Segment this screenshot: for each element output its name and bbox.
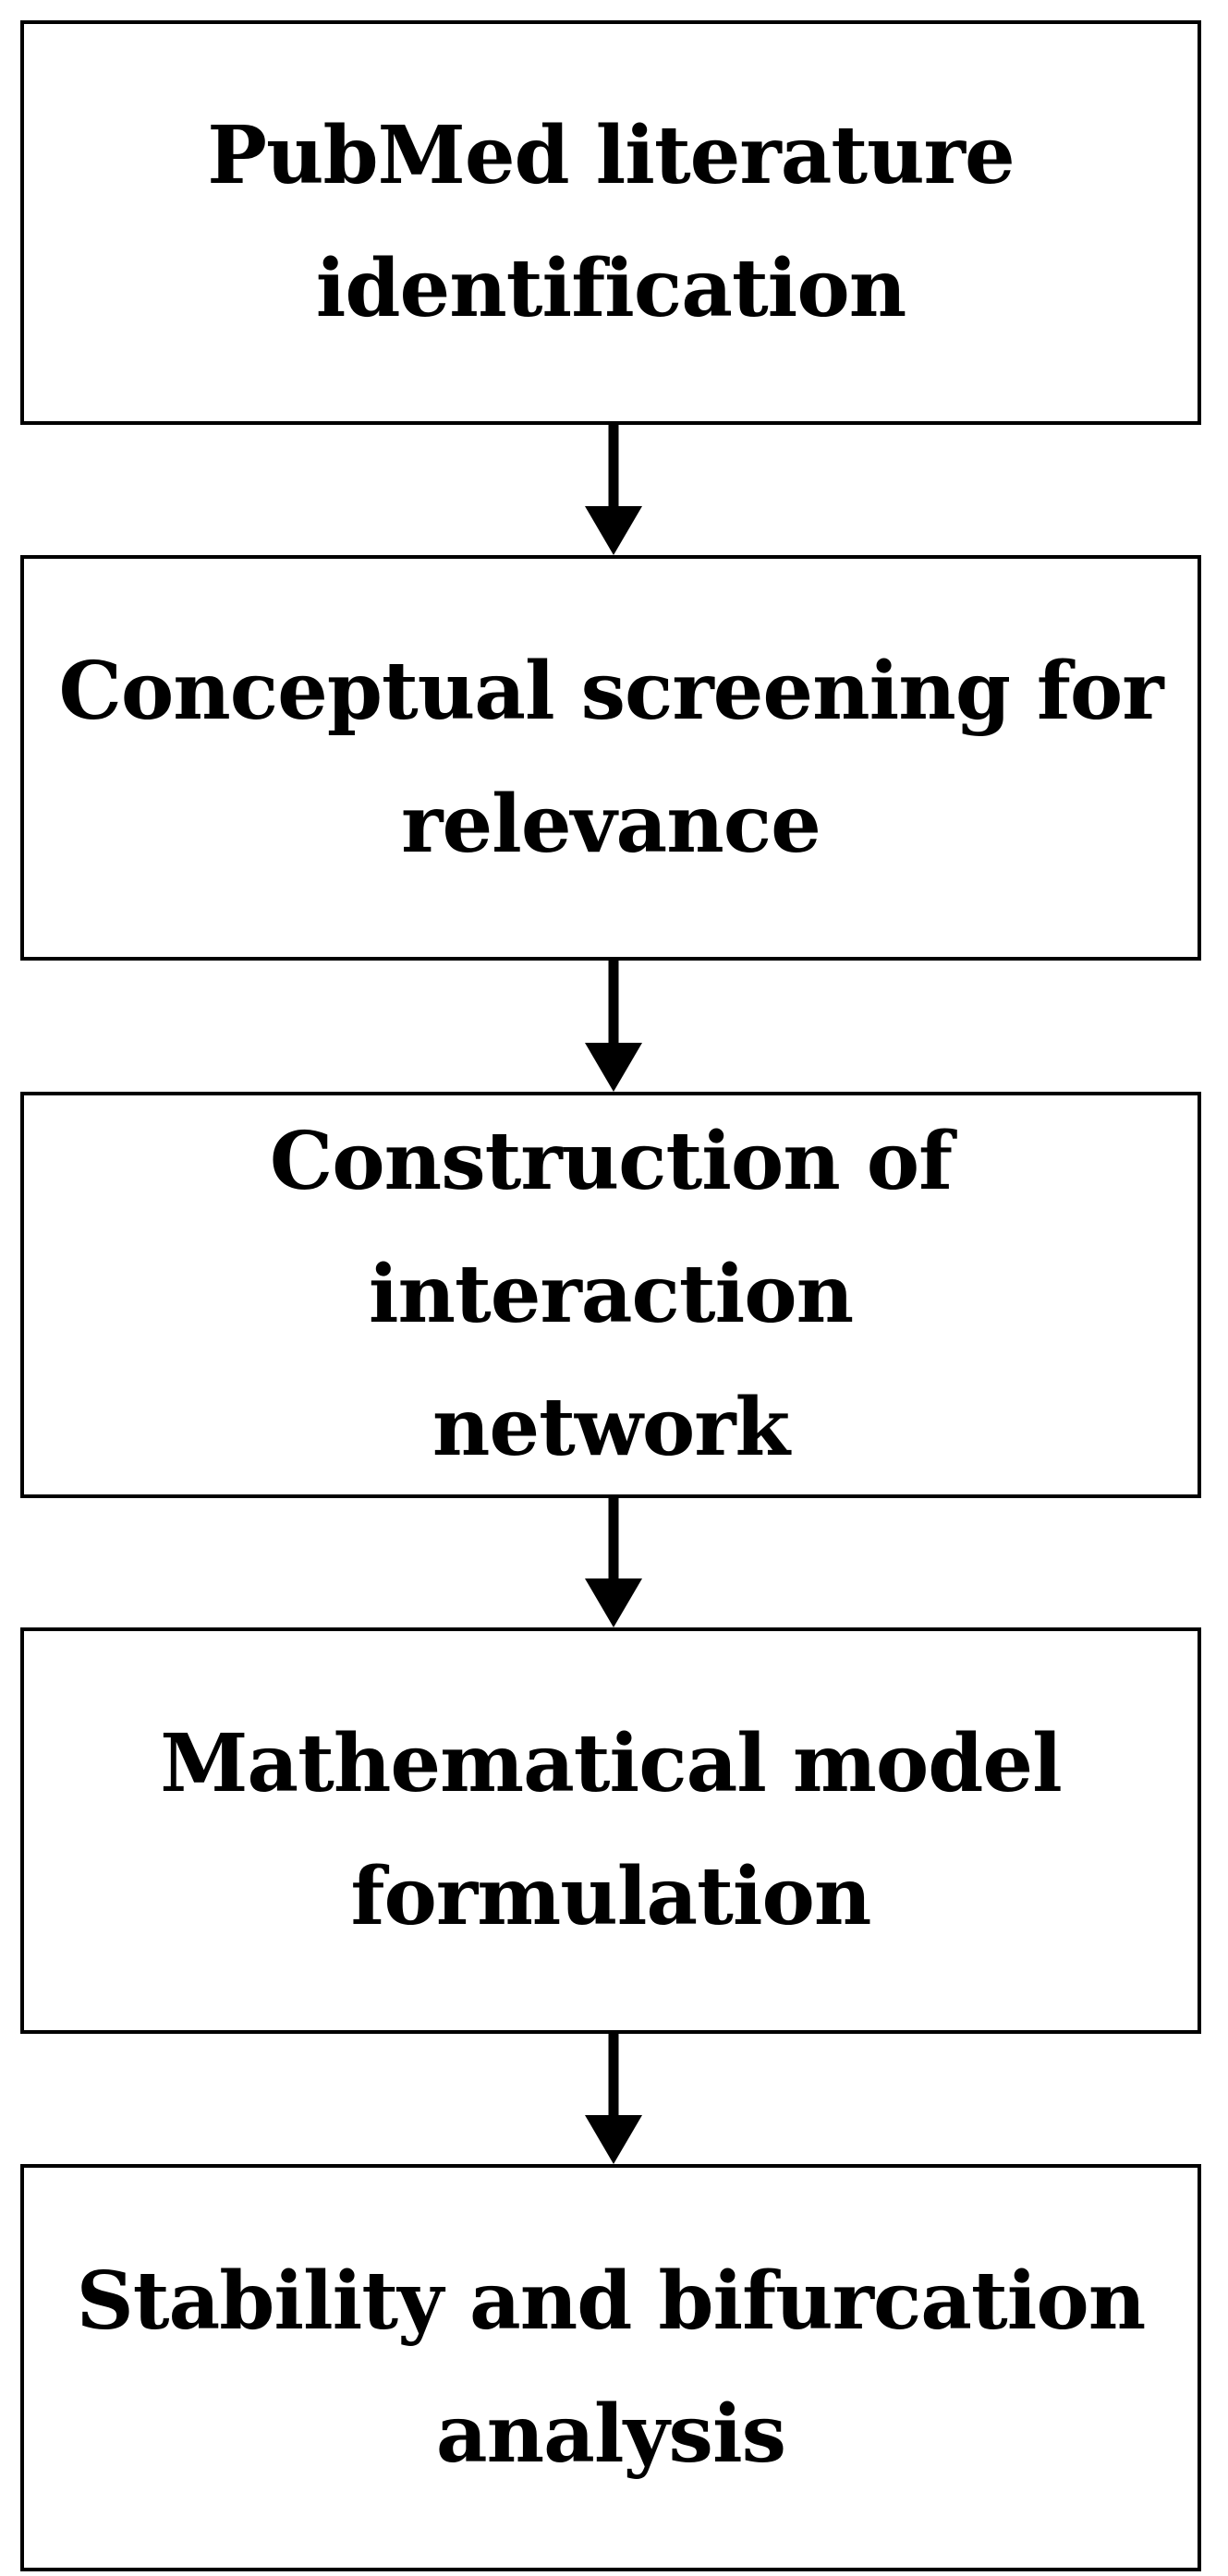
step-label-line: formulation [350, 1850, 872, 1943]
step-box-literature-identification: PubMed literature identification [20, 20, 1201, 425]
step-box-stability-analysis: Stability and bifurcation analysis [20, 2164, 1201, 2571]
step-label-line: PubMed literature [207, 109, 1015, 202]
step-box-interaction-network: Construction of interaction network [20, 1092, 1201, 1498]
step-label-line: Stability and bifurcation [76, 2254, 1147, 2348]
step-label: Stability and bifurcation analysis [76, 2235, 1147, 2501]
flow-arrow [585, 2034, 642, 2164]
step-box-conceptual-screening: Conceptual screening for relevance [20, 555, 1201, 961]
step-box-model-formulation: Mathematical model formulation [20, 1627, 1201, 2034]
step-label-line: relevance [401, 777, 821, 871]
step-label: Conceptual screening for relevance [58, 625, 1163, 891]
flow-arrow [585, 961, 642, 1092]
step-label-line: Conceptual screening for [58, 644, 1163, 738]
step-label: Mathematical model formulation [160, 1698, 1063, 1964]
flow-arrow [585, 1498, 642, 1627]
step-label-line: Mathematical model [160, 1717, 1063, 1810]
step-label: Construction of interaction network [24, 1095, 1198, 1494]
step-label-line: network [432, 1381, 790, 1474]
step-label-line: analysis [435, 2387, 786, 2481]
step-label-line: identification [315, 242, 906, 335]
step-label: PubMed literature identification [207, 90, 1015, 356]
flow-arrow [585, 425, 642, 555]
step-label-line: Construction of interaction [269, 1115, 953, 1341]
